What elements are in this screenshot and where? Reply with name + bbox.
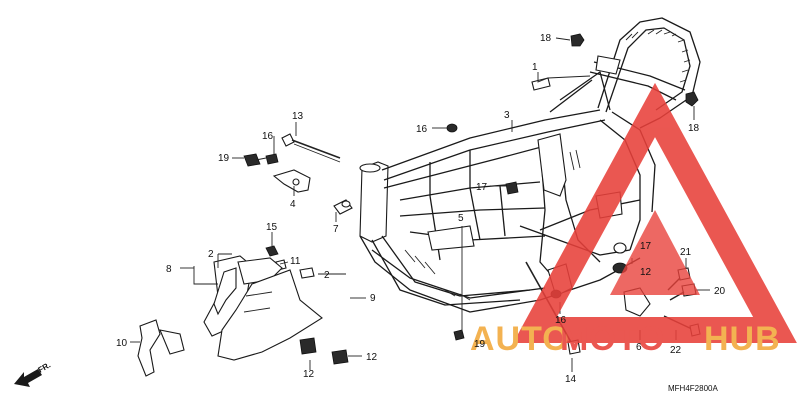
callout-5: 5 <box>458 213 464 224</box>
part-4-bracket <box>272 169 311 193</box>
callout-labels: 18 1 3 16 18 13 16 19 4 7 17 5 15 2 11 8… <box>116 33 726 385</box>
callout-16-b: 16 <box>262 131 274 142</box>
frame-body <box>359 17 701 313</box>
part-12-nut-b <box>331 349 349 365</box>
part-19-bolt-bottom <box>453 329 465 341</box>
watermark-triangle-inner <box>610 210 700 295</box>
callout-9: 9 <box>370 293 376 304</box>
callout-19-bottom: 19 <box>474 339 486 350</box>
callout-4: 4 <box>290 199 296 210</box>
part-19-bolt-left <box>243 153 267 167</box>
callout-17-a: 17 <box>476 182 488 193</box>
watermark-text-hub: HUB <box>704 320 781 358</box>
callout-12-c: 12 <box>640 267 652 278</box>
callout-3: 3 <box>504 110 510 121</box>
part-12-nut-a <box>299 337 317 355</box>
part-16-collar-b <box>265 153 279 165</box>
callout-22: 22 <box>670 345 682 356</box>
watermark-triangle-logo <box>513 82 797 343</box>
watermark-triangle-outer <box>513 82 797 343</box>
callout-6: 6 <box>636 342 642 353</box>
callout-12-b: 12 <box>366 352 378 363</box>
watermark-text-moto: MOTO <box>560 320 665 358</box>
part-17-grommet-b <box>613 242 627 254</box>
callout-16-c: 16 <box>555 315 567 326</box>
callout-19-left: 19 <box>218 153 230 164</box>
callout-17-b: 17 <box>640 241 652 252</box>
part-1-plate <box>531 77 551 91</box>
part-2-collar <box>299 267 315 279</box>
callout-1: 1 <box>532 62 538 73</box>
watermark: AUTO MOTO HUB <box>470 82 797 358</box>
callout-2-a: 2 <box>208 249 214 260</box>
part-17-grommet-a <box>505 181 519 195</box>
callout-7: 7 <box>333 224 339 235</box>
callout-16-a: 16 <box>416 124 428 135</box>
callout-21: 21 <box>680 247 692 258</box>
part-9-cover <box>217 269 323 361</box>
callout-20: 20 <box>714 286 726 297</box>
callout-18-top: 18 <box>540 33 552 44</box>
drawing-code: MFH4F2800A <box>668 384 718 393</box>
callout-13: 13 <box>292 111 304 122</box>
part-10-hook-bracket <box>137 319 185 377</box>
part-16-collar-a <box>446 123 458 133</box>
callout-8: 8 <box>166 264 172 275</box>
callout-18-right: 18 <box>688 123 700 134</box>
part-18-grommet-right <box>685 91 699 107</box>
callout-15: 15 <box>266 222 278 233</box>
watermark-text-auto: AUTO <box>470 320 570 358</box>
front-arrow-icon <box>14 369 42 387</box>
part-18-grommet-top <box>570 33 585 47</box>
callout-14: 14 <box>565 374 577 385</box>
part-7-collar <box>333 199 353 215</box>
front-label: FR. <box>37 360 53 374</box>
callout-12-a: 12 <box>303 369 315 380</box>
callout-10: 10 <box>116 338 128 349</box>
callout-2-b: 2 <box>324 270 330 281</box>
front-direction-indicator: FR. <box>14 360 52 387</box>
callout-11: 11 <box>290 256 301 267</box>
part-15-nut <box>265 245 279 257</box>
part-13-bolt <box>281 133 341 163</box>
